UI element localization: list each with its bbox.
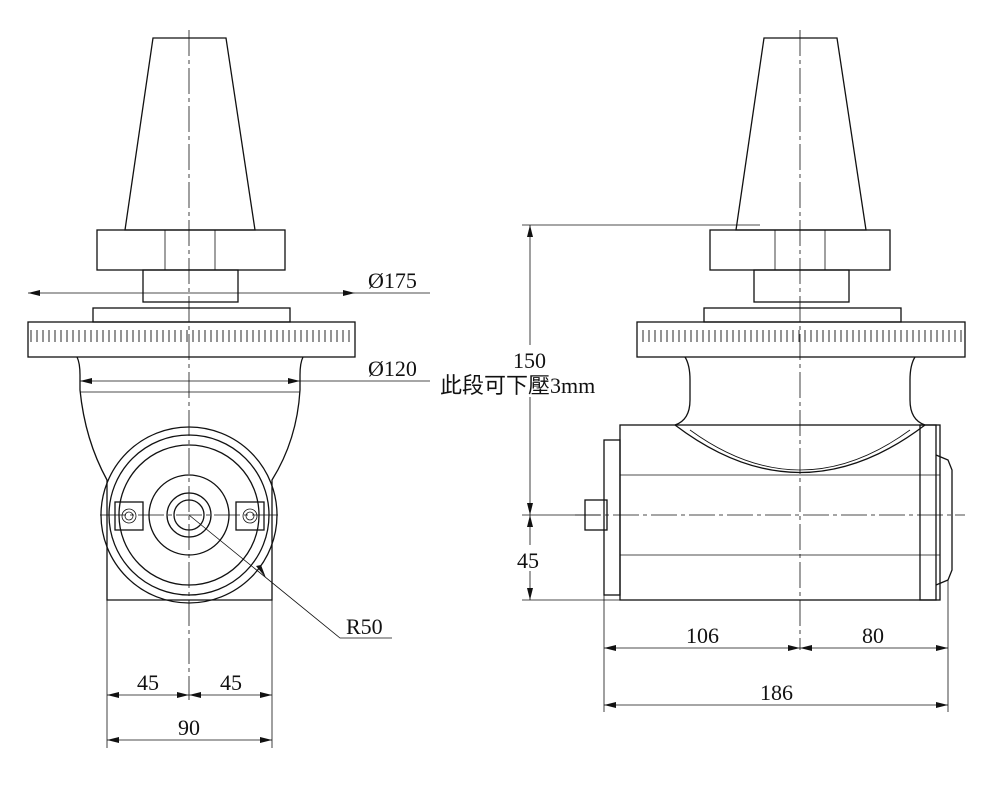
- taper-shank: [124, 37, 256, 231]
- width-label: 90: [178, 715, 200, 740]
- housing: [619, 424, 941, 601]
- press-note: 此段可下壓3mm: [440, 373, 595, 398]
- front-dimensions: Ø175 Ø120 R50 45 45 90: [28, 268, 430, 748]
- bolt-right: [235, 501, 265, 531]
- scale-ticks: [30, 330, 353, 342]
- front-view: [27, 30, 356, 700]
- side-view: [575, 30, 966, 650]
- nut: [96, 229, 286, 271]
- dia-120-label: Ø120: [368, 356, 417, 381]
- left-cap: [603, 439, 621, 596]
- height-label: 150: [513, 348, 546, 373]
- right-length-label: 80: [862, 623, 884, 648]
- radius-label: R50: [346, 614, 383, 639]
- total-length-label: 186: [760, 680, 793, 705]
- dia-175-label: Ø175: [368, 268, 417, 293]
- half-right-label: 45: [220, 670, 242, 695]
- bolt-left: [114, 501, 144, 531]
- side-dimensions: 150 此段可下壓3mm 45 106 80 186: [440, 224, 949, 712]
- lower-height-label: 45: [517, 548, 539, 573]
- left-length-label: 106: [686, 623, 719, 648]
- half-left-label: 45: [137, 670, 159, 695]
- scale-disc: [27, 321, 356, 358]
